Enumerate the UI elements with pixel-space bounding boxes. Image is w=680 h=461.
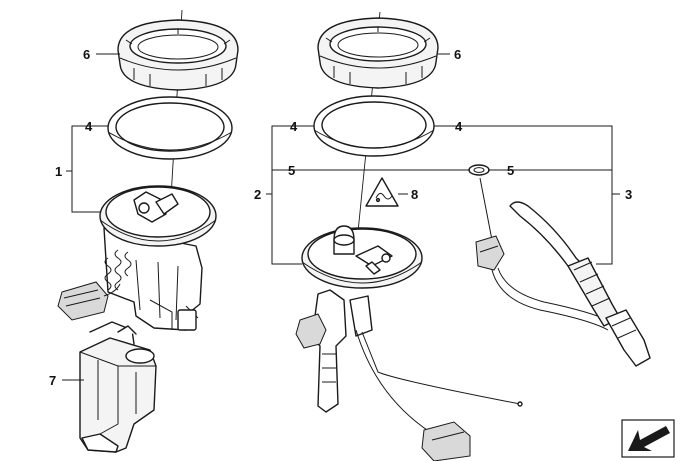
bracket-group-1	[71, 125, 108, 213]
callout-4-center: 4	[290, 119, 298, 134]
lock-ring-right	[317, 17, 439, 89]
callout-2: 2	[254, 187, 261, 202]
filter-housing	[79, 321, 157, 453]
callout-6-left: 6	[83, 47, 90, 62]
bracket-group-3	[434, 125, 613, 265]
lock-ring-left	[117, 19, 239, 91]
callout-5-left: 5	[288, 163, 295, 178]
o-ring	[468, 164, 490, 176]
callout-7: 7	[49, 373, 56, 388]
callout-1: 1	[55, 164, 62, 179]
fuel-pump-unit	[57, 185, 217, 331]
callout-4-right: 4	[455, 119, 463, 134]
callout-5-right: 5	[507, 163, 514, 178]
warning-label	[365, 177, 399, 207]
callout-8: 8	[411, 187, 418, 202]
callout-3: 3	[625, 187, 632, 202]
bracket-group-2	[271, 125, 314, 265]
level-sender-unit	[295, 225, 523, 461]
gasket-left	[107, 96, 233, 160]
gasket-center	[313, 95, 435, 157]
suction-jet-pump-line	[475, 177, 651, 367]
navigation-arrow-icon[interactable]	[621, 419, 675, 458]
callout-4-left: 4	[85, 119, 93, 134]
callout-6-right: 6	[454, 47, 461, 62]
